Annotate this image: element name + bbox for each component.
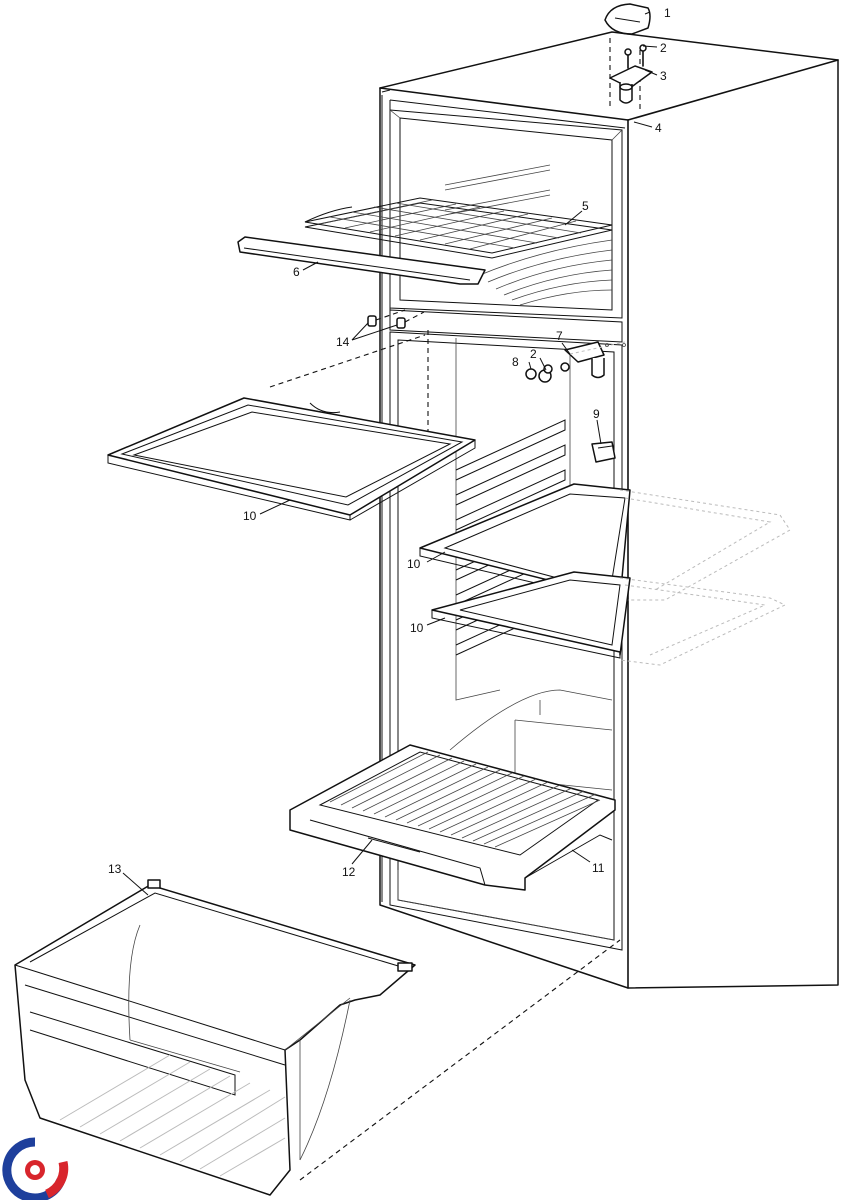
- crisper-cover-grille: [329, 751, 601, 848]
- thermostat-knob: [591, 441, 616, 463]
- callout-2-top: 2: [660, 41, 667, 55]
- glass-shelf-removed: [107, 334, 476, 521]
- callout-13: 13: [108, 862, 122, 876]
- crisper-cover: [289, 744, 616, 891]
- top-hinge-assembly: [604, 3, 653, 104]
- middle-hinge-assembly: [525, 341, 626, 383]
- callout-7: 7: [556, 329, 563, 343]
- callout-5: 5: [582, 199, 589, 213]
- leader-lines: [122, 11, 658, 896]
- callout-8: 8: [512, 355, 519, 369]
- callout-2-middle: 2: [530, 347, 537, 361]
- callout-6: 6: [293, 265, 300, 279]
- callout-10-lower: 10: [410, 621, 424, 635]
- callout-14: 14: [336, 335, 350, 349]
- crisper-drawer: [14, 879, 621, 1196]
- callout-11: 11: [592, 861, 605, 875]
- callout-10-upper: 10: [407, 557, 421, 571]
- freezer-wire-shelf: [304, 197, 613, 259]
- crisper-drawer-ribs: [59, 1054, 286, 1177]
- shelf-supports: [367, 309, 425, 329]
- freezer-floor-ribs: [479, 239, 613, 306]
- glass-shelf-lower: [431, 571, 787, 666]
- callout-3: 3: [660, 69, 667, 83]
- freezer-shelf-trim: [237, 236, 486, 285]
- callout-9: 9: [593, 407, 600, 421]
- callout-4: 4: [655, 121, 662, 135]
- brand-logo-icon: [2, 1137, 69, 1200]
- callout-12: 12: [342, 865, 356, 879]
- callout-1: 1: [664, 6, 671, 20]
- callout-labels: 1 2 3 4 5 6 7 8 2 9 14 10 10 10 11 12 13: [108, 6, 671, 879]
- callout-10-removed: 10: [243, 509, 257, 523]
